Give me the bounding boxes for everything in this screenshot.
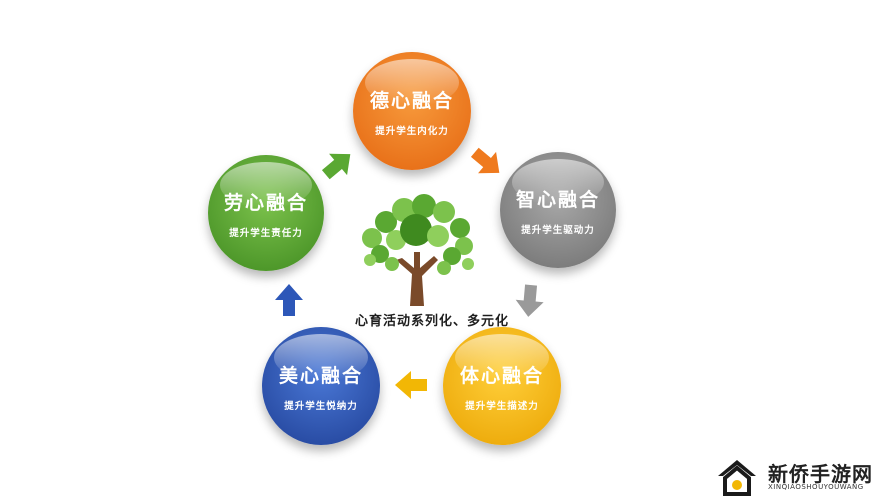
node-title: 美心融合 [278,364,363,387]
node-aesthetic: 美心融合 提升学生悦纳力 [262,327,380,445]
node-subtitle: 提升学生悦纳力 [284,400,358,412]
arrow-blue-to-green [275,284,303,316]
node-intellect: 智心融合 提升学生驱动力 [500,152,616,268]
watermark-name: 新侨手游网 [768,462,873,486]
node-title: 体心融合 [459,364,544,387]
node-title: 劳心融合 [223,191,308,214]
arrow-yellow-to-blue [395,371,427,399]
node-subtitle: 提升学生内化力 [375,125,449,137]
arrow-gray-to-yellow [515,284,544,317]
node-subtitle: 提升学生描述力 [465,400,539,412]
center-caption: 心育活动系列化、多元化 [354,314,509,329]
arrow-green-to-orange [321,153,351,180]
watermark: 新侨手游网 XINQIAOSHOUYOUWANG [712,456,884,498]
node-moral: 德心融合 提升学生内化力 [353,52,471,170]
tree-icon [362,194,474,306]
node-title: 智心融合 [515,188,600,211]
watermark-domain: XINQIAOSHOUYOUWANG [768,483,864,491]
node-labor: 劳心融合 提升学生责任力 [208,155,324,271]
node-subtitle: 提升学生责任力 [229,227,303,239]
node-subtitle: 提升学生驱动力 [521,224,595,236]
node-title: 德心融合 [369,89,454,112]
arrow-orange-to-gray [470,147,500,174]
node-physical: 体心融合 提升学生描述力 [443,327,561,445]
house-logo-icon [718,460,756,496]
